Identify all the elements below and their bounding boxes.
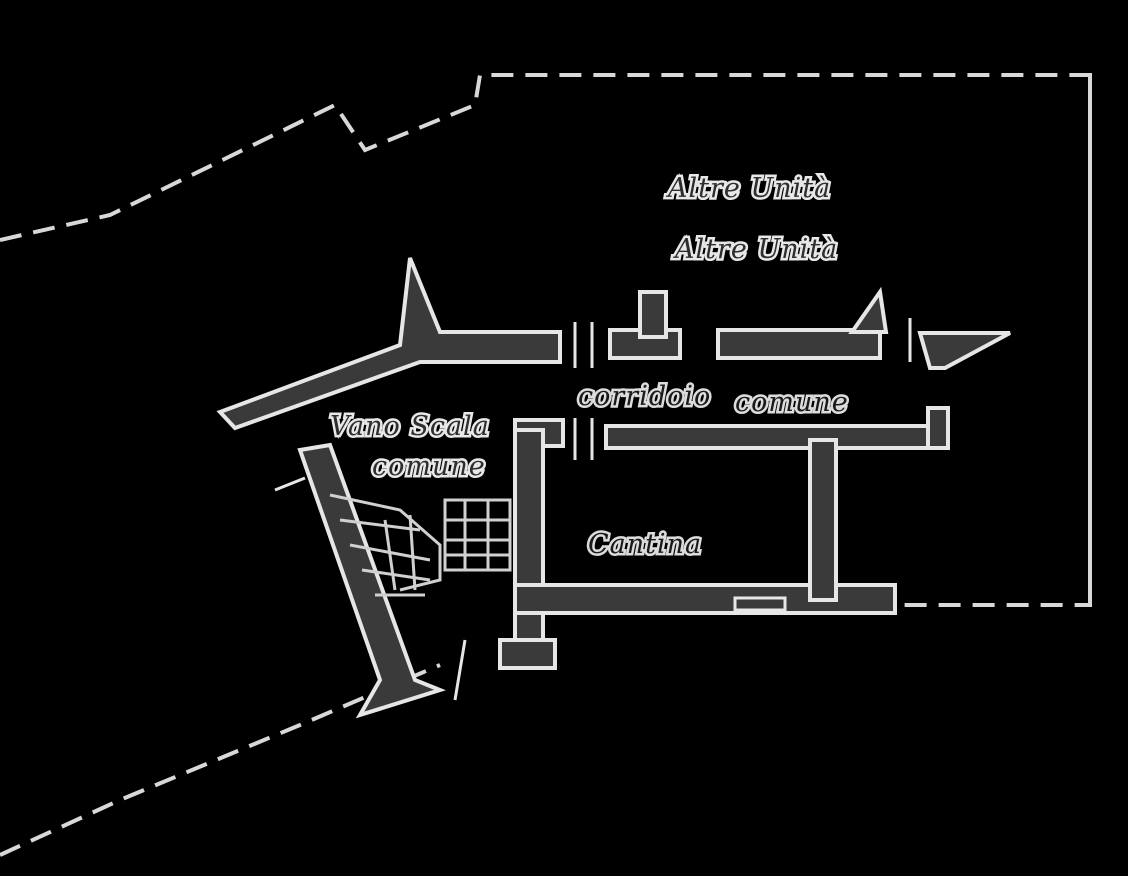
property-boundary [0, 73, 1092, 857]
stairwell-label: Vano Scala [330, 411, 490, 442]
cellar-label: Cantina [588, 529, 702, 560]
other-units-label: Altre Unità [665, 173, 831, 204]
corridor-common-label: comune [735, 387, 849, 418]
corridor-lower-wall [513, 406, 950, 460]
other-units-label-2: Altre Unità [672, 234, 838, 265]
corridor-upper-wall [216, 257, 1011, 431]
corridor-label: corridoio [578, 381, 711, 412]
staircase [274, 442, 512, 719]
stairwell-common-label: comune [372, 451, 486, 482]
cellar-walls [498, 428, 897, 670]
